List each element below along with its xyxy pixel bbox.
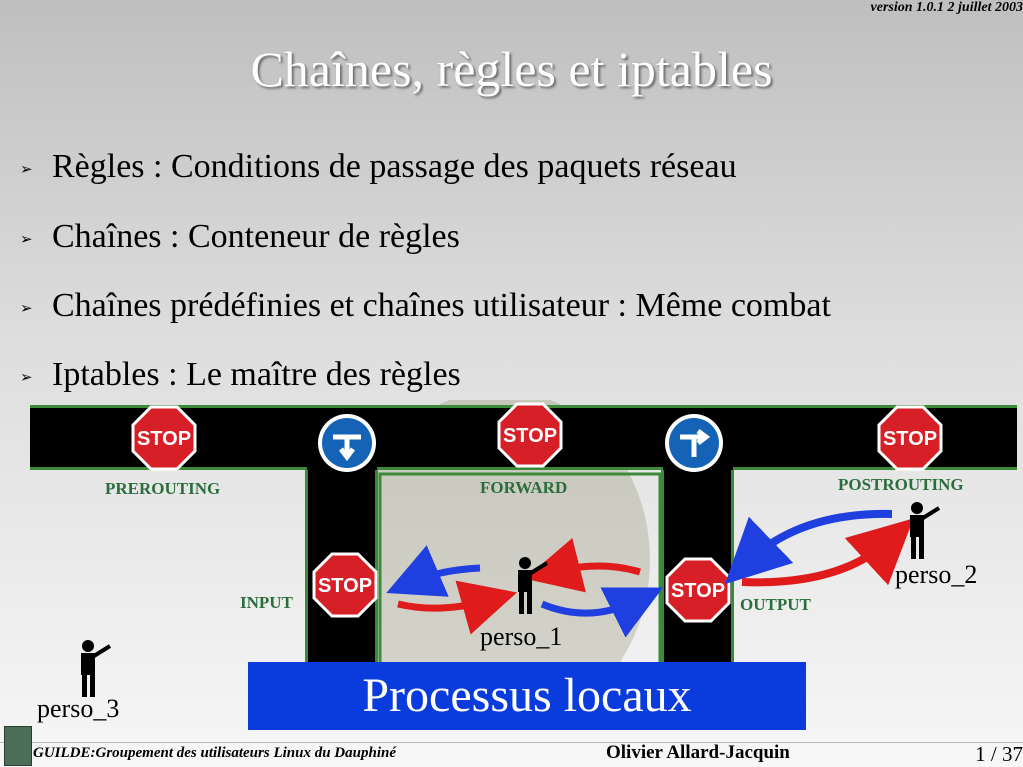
policeman-icon bbox=[81, 640, 112, 697]
svg-text:STOP: STOP bbox=[503, 425, 557, 447]
label-prerouting: PREROUTING bbox=[105, 479, 220, 498]
persona-label: perso_3 bbox=[37, 694, 119, 723]
arrow-blue bbox=[386, 545, 481, 597]
arrow-red bbox=[524, 538, 642, 593]
bullet-text: Chaînes prédéfinies et chaînes utilisate… bbox=[52, 287, 831, 324]
svg-text:STOP: STOP bbox=[318, 575, 372, 597]
bullet-item: ➢ Règles : Conditions de passage des paqu… bbox=[20, 148, 737, 186]
arrowhead-icon: ➢ bbox=[20, 231, 33, 248]
label-output: OUTPUT bbox=[740, 595, 812, 614]
bullet-text: Iptables : Le maître des règles bbox=[52, 356, 461, 393]
footer-divider bbox=[0, 742, 1023, 743]
guilde-logo-icon bbox=[4, 726, 32, 766]
slide-title: Chaînes, règles et iptables bbox=[250, 41, 773, 97]
stop-sign-icon: STOP bbox=[665, 557, 731, 623]
persona-label: perso_1 bbox=[480, 622, 562, 651]
footer-organization: GUILDE:Groupement des utilisateurs Linux… bbox=[33, 745, 396, 761]
direction-sign-icon bbox=[665, 414, 723, 472]
arrowhead-icon: ➢ bbox=[20, 369, 33, 386]
arrow-red bbox=[397, 580, 517, 635]
iptables-chain-diagram: STOP STOP STOP STOP STOP PREROUTING FORW… bbox=[30, 400, 1017, 730]
bullet-item: ➢ Chaînes : Conteneur de règles bbox=[20, 218, 460, 256]
page-number: 1 / 37 bbox=[975, 742, 1023, 766]
svg-text:STOP: STOP bbox=[137, 428, 191, 450]
bullet-item: ➢ Chaînes prédéfinies et chaînes utilisat… bbox=[20, 287, 831, 325]
stop-sign-icon: STOP bbox=[497, 402, 563, 468]
label-input: INPUT bbox=[240, 593, 294, 612]
bullet-text: Chaînes : Conteneur de règles bbox=[52, 218, 460, 255]
svg-text:STOP: STOP bbox=[671, 580, 725, 602]
arrowhead-icon: ➢ bbox=[20, 300, 33, 317]
arrow-blue bbox=[540, 587, 664, 638]
stop-sign-icon: STOP bbox=[312, 552, 378, 618]
processus-locaux-box: Processus locaux bbox=[248, 662, 806, 730]
bullet-text: Règles : Conditions de passage des paque… bbox=[52, 148, 737, 185]
arrowhead-icon: ➢ bbox=[20, 161, 33, 178]
arrow-red bbox=[741, 518, 914, 587]
bullet-item: ➢ Iptables : Le maître des règles bbox=[20, 356, 461, 394]
label-postrouting: POSTROUTING bbox=[838, 475, 964, 494]
stop-sign-icon: STOP bbox=[131, 405, 197, 471]
svg-text:STOP: STOP bbox=[883, 428, 937, 450]
version-date: version 1.0.1 2 juillet 2003 bbox=[870, 0, 1023, 15]
direction-sign-icon bbox=[318, 414, 376, 472]
tux-watermark-icon bbox=[350, 400, 650, 730]
policeman-icon bbox=[518, 557, 549, 614]
label-forward: FORWARD bbox=[480, 478, 567, 497]
policeman-icon bbox=[910, 502, 941, 559]
footer-author: Olivier Allard-Jacquin bbox=[606, 742, 790, 763]
stop-sign-icon: STOP bbox=[877, 405, 943, 471]
arrow-blue bbox=[724, 509, 893, 585]
persona-label: perso_2 bbox=[895, 560, 977, 589]
